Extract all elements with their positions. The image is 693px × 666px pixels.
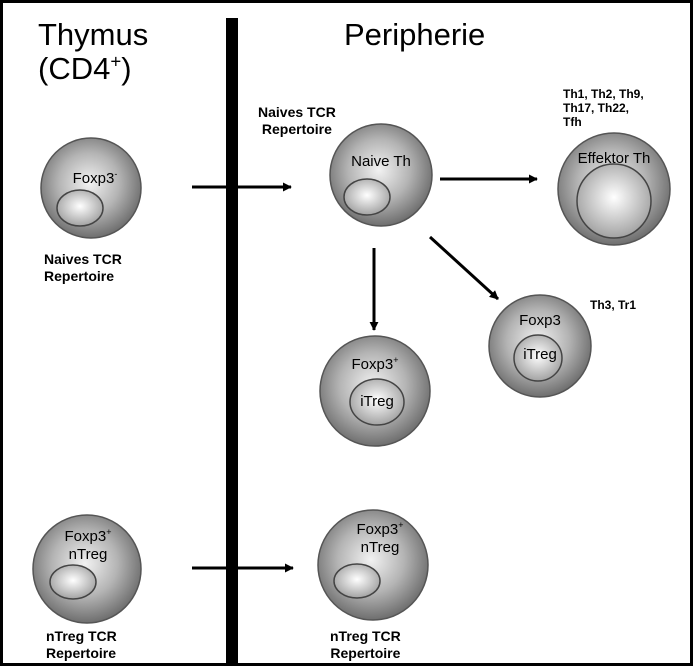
- cell-label-itreg-right: Foxp3: [500, 312, 580, 330]
- cell-label-itreg-bottom: Foxp3+: [335, 356, 415, 374]
- cell-inner-itreg-bottom: iTreg: [347, 393, 407, 411]
- cell-label-thymus-naive: Foxp3-: [55, 170, 135, 188]
- cell-label-naive-th: Naive Th: [331, 153, 431, 171]
- label-itreg-subsets: Th3, Tr1: [590, 298, 636, 312]
- cell-label-thymus-ntreg: Foxp3+ nTreg: [48, 528, 128, 564]
- header-thymus: Thymus (CD4+): [38, 18, 148, 86]
- label-ntreg-tcr-periphery: nTreg TCR Repertoire: [330, 628, 401, 662]
- cell-naive-th: [330, 124, 432, 226]
- label-naive-tcr-thymus: Naives TCR Repertoire: [44, 251, 122, 285]
- cell-inner-itreg-right: iTreg: [510, 346, 570, 364]
- cell-label-effektor-th: Effektor Th: [564, 150, 664, 168]
- label-naive-tcr-periphery: Naives TCR Repertoire: [258, 104, 336, 138]
- header-thymus-line1: Thymus: [38, 18, 148, 52]
- label-ntreg-tcr-thymus: nTreg TCR Repertoire: [46, 628, 117, 662]
- label-effector-subsets: Th1, Th2, Th9, Th17, Th22, Tfh: [563, 87, 644, 129]
- header-thymus-line2: (CD4+): [38, 52, 148, 86]
- cell-label-periph-ntreg: Foxp3+ nTreg: [340, 521, 420, 557]
- header-peripherie: Peripherie: [344, 18, 485, 52]
- arrow-naive-to-itreg-right: [430, 237, 498, 299]
- cell-thymus-naive: [41, 138, 141, 238]
- cell-itreg-bottom: [320, 336, 430, 446]
